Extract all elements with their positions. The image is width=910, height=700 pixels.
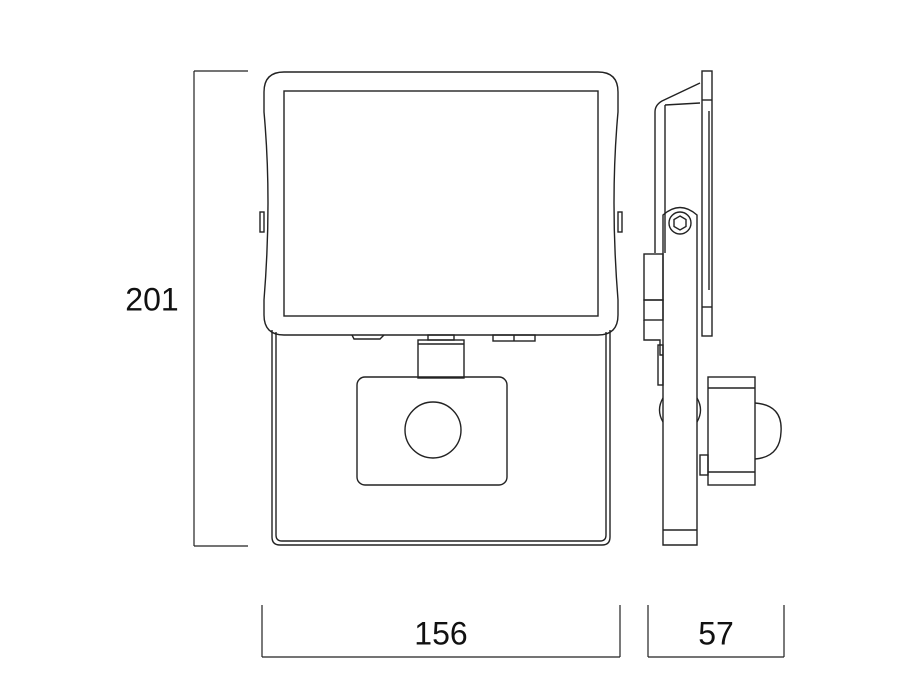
side-view: [643, 70, 782, 546]
back-plate: [271, 330, 611, 546]
bracket: [662, 206, 698, 546]
sensor-side: [707, 376, 756, 486]
front-view: [259, 71, 623, 546]
sensor-lens: [404, 401, 462, 459]
housing-frame: [263, 71, 619, 336]
height-dimension-label: 201: [125, 281, 179, 318]
sensor-stem: [417, 339, 465, 379]
depth-dimension-label: 57: [698, 615, 734, 652]
dimension-lines: [193, 70, 785, 658]
sensor-dome: [754, 402, 782, 460]
housing-side: [654, 82, 701, 253]
lens: [283, 90, 599, 317]
width-dimension-label: 156: [414, 615, 468, 652]
pivot-bolt: [668, 211, 692, 235]
front-plate: [701, 70, 713, 337]
sensor-box: [356, 376, 508, 486]
